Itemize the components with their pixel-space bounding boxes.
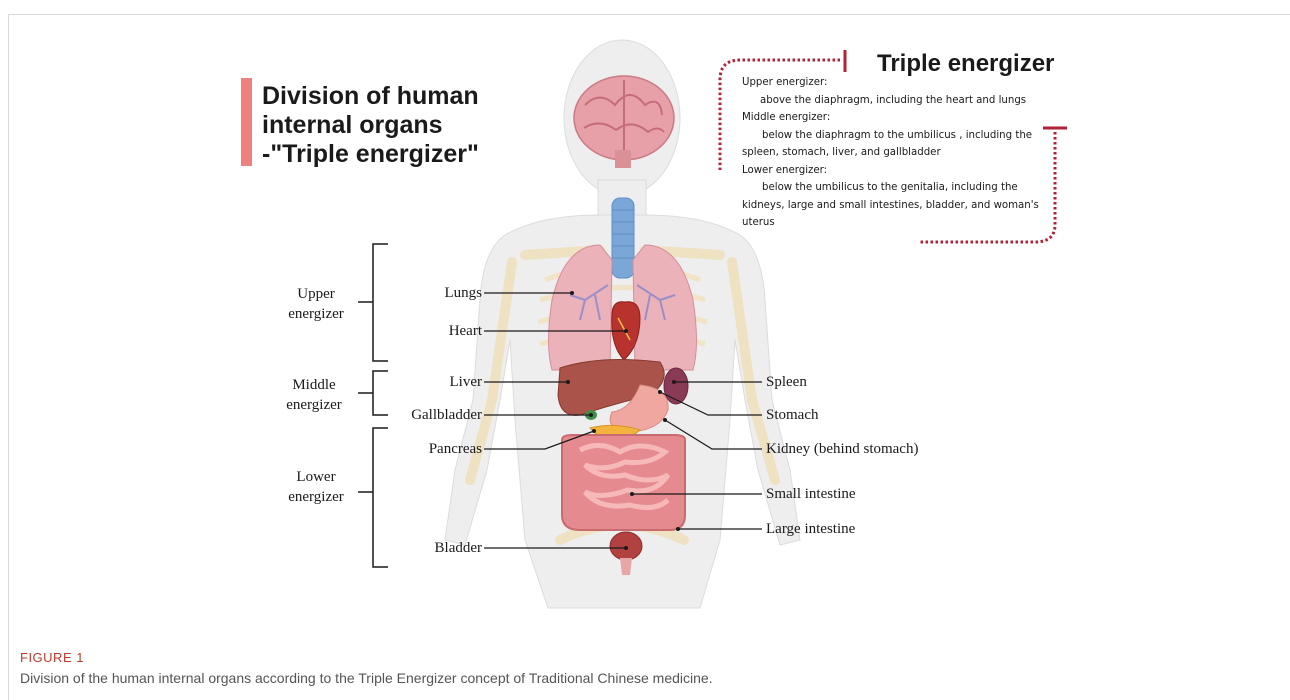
middle-energizer-label: Middle energizer [264, 375, 364, 415]
lower-description-3: uterus [742, 214, 1042, 232]
label-stomach: Stomach [766, 406, 819, 424]
upper-heading: Upper energizer: [742, 74, 1042, 92]
label-gallbladder: Gallbladder [411, 406, 482, 424]
label-bladder: Bladder [435, 539, 482, 557]
middle-heading: Middle energizer: [742, 109, 1042, 127]
label-kidney: Kidney (behind stomach) [766, 440, 918, 458]
title-line-1: Division of human [262, 82, 479, 111]
label-large-intestine: Large intestine [766, 520, 855, 538]
title-line-2: internal organs [262, 111, 479, 140]
lower-energizer-line-2: energizer [266, 487, 366, 507]
title-line-3: -"Triple energizer" [262, 140, 479, 169]
lower-description-1: below the umbilicus to the genitalia, in… [742, 179, 1042, 197]
middle-energizer-line-2: energizer [264, 395, 364, 415]
intestines [562, 435, 685, 530]
label-small-intestine: Small intestine [766, 485, 856, 503]
upper-description: above the diaphragm, including the heart… [742, 92, 1042, 110]
lower-energizer-label: Lower energizer [266, 467, 366, 507]
label-lungs: Lungs [445, 284, 483, 302]
anatomy-illustration [0, 0, 1290, 620]
label-liver: Liver [450, 373, 482, 391]
label-spleen: Spleen [766, 373, 807, 391]
lower-description-2: kidneys, large and small intestines, bla… [742, 197, 1042, 215]
lower-heading: Lower energizer: [742, 162, 1042, 180]
figure-caption: Division of the human internal organs ac… [20, 670, 713, 686]
info-box-text: Upper energizer: above the diaphragm, in… [742, 74, 1042, 232]
trachea [612, 198, 634, 278]
title-accent-bar [241, 78, 252, 166]
label-pancreas: Pancreas [429, 440, 482, 458]
figure-label: FIGURE 1 [20, 650, 84, 665]
spleen [664, 368, 688, 404]
upper-energizer-line-2: energizer [266, 304, 366, 324]
middle-energizer-line-1: Middle [264, 375, 364, 395]
diagram-title: Division of human internal organs -"Trip… [262, 82, 479, 169]
lower-energizer-line-1: Lower [266, 467, 366, 487]
label-heart: Heart [449, 322, 482, 340]
upper-energizer-label: Upper energizer [266, 284, 366, 324]
upper-energizer-line-1: Upper [266, 284, 366, 304]
middle-description-1: below the diaphragm to the umbilicus , i… [742, 127, 1042, 145]
middle-description-2: spleen, stomach, liver, and gallbladder [742, 144, 1042, 162]
